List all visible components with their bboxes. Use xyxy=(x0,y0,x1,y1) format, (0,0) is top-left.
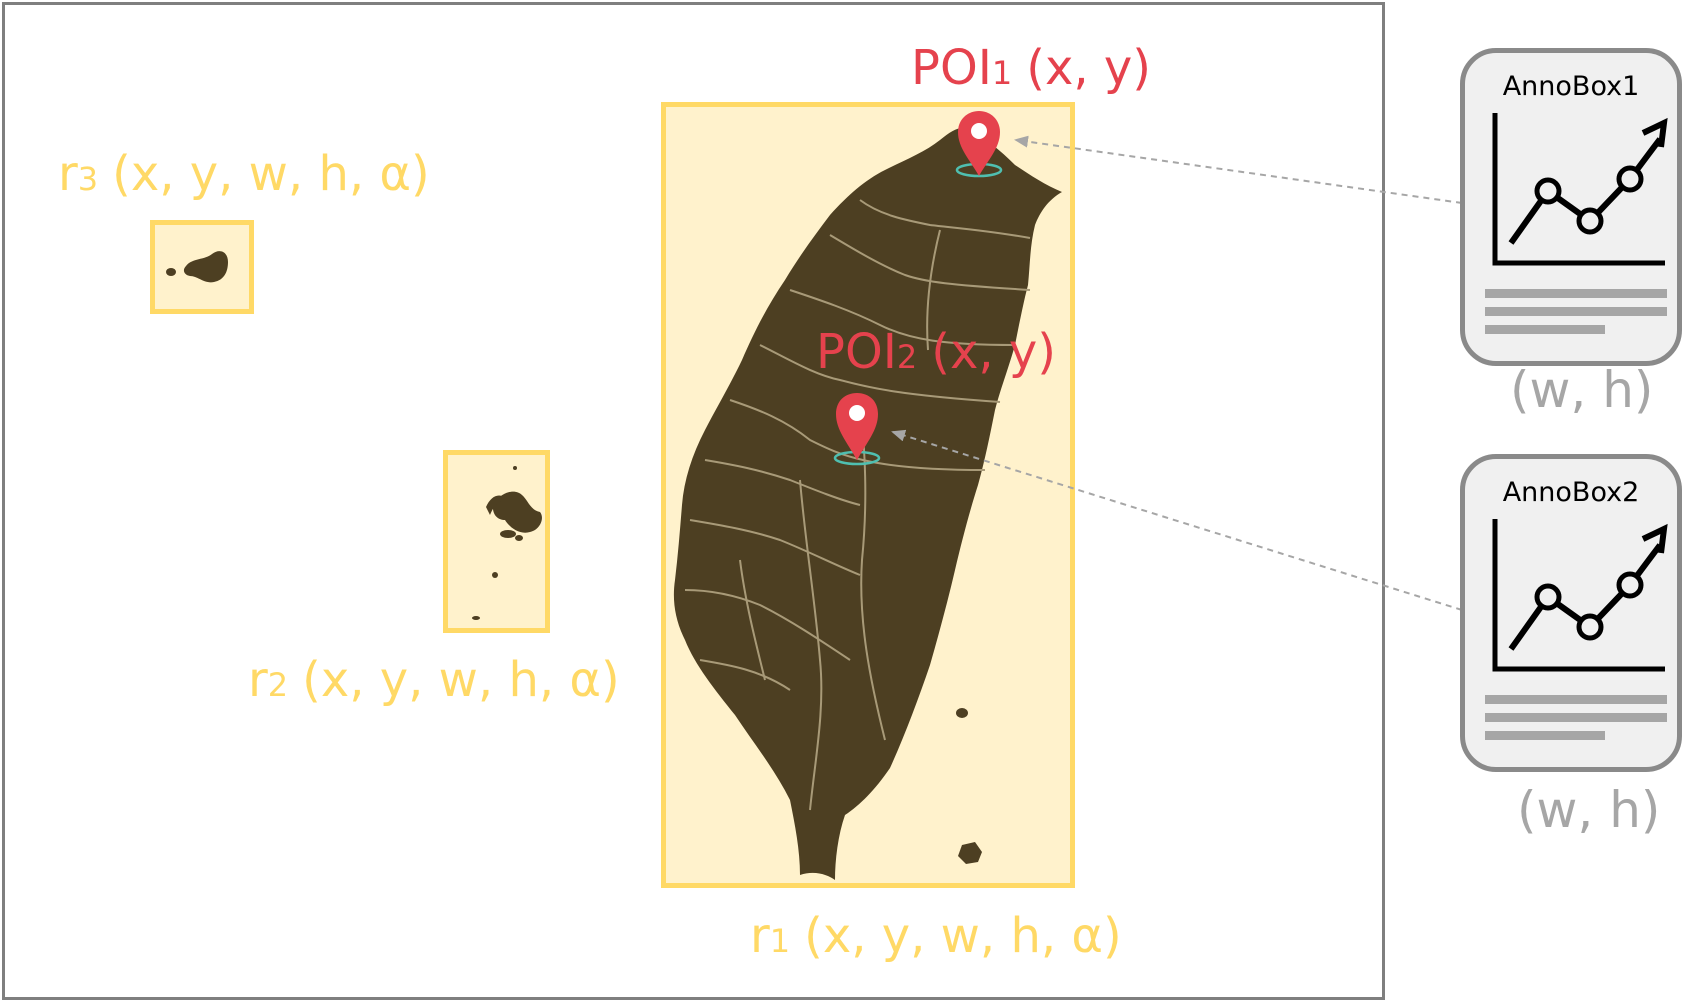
region-r3-label: r3(x, y, w, h, α) xyxy=(58,150,430,198)
region-r3-label-sub: 3 xyxy=(77,160,99,198)
penghu-islands-map xyxy=(472,466,542,620)
annobox2-connector xyxy=(891,429,1463,611)
green-island xyxy=(956,708,968,718)
poi2-label: POI2(x, y) xyxy=(816,328,1056,376)
line-chart-trend-icon xyxy=(1485,519,1668,740)
region-r2-label-main: r xyxy=(248,652,268,708)
region-r1-label-main: r xyxy=(750,908,770,964)
poi2-label-main: POI xyxy=(816,324,897,380)
annobox2-title: AnnoBox2 xyxy=(1502,477,1640,508)
main-island-map xyxy=(673,127,1062,880)
region-r1-label: r1(x, y, w, h, α) xyxy=(750,912,1122,960)
poi2-label-sub: 2 xyxy=(896,338,918,376)
region-r1-label-params: (x, y, w, h, α) xyxy=(804,908,1122,964)
annobox2-size-label: (w, h) xyxy=(1517,781,1661,839)
orchid-island xyxy=(958,842,982,864)
annobox1-size-label: (w, h) xyxy=(1510,361,1654,419)
poi1-label: POI1(x, y) xyxy=(911,44,1151,92)
kinmen-islands-map xyxy=(166,251,228,283)
region-r2-label-sub: 2 xyxy=(267,666,289,704)
region-r2-label: r2(x, y, w, h, α) xyxy=(248,656,620,704)
poi1-label-main: POI xyxy=(911,40,992,96)
poi1-label-sub: 1 xyxy=(991,54,1013,92)
region-r1-label-sub: 1 xyxy=(769,922,791,960)
region-r2-label-params: (x, y, w, h, α) xyxy=(302,652,620,708)
region-r2-box xyxy=(443,450,550,633)
annobox1-title: AnnoBox1 xyxy=(1502,71,1640,102)
line-chart-trend-icon xyxy=(1485,113,1668,334)
poi1-map-pin-icon[interactable] xyxy=(955,111,1003,178)
annobox1-connector xyxy=(1014,135,1463,204)
poi2-label-params: (x, y) xyxy=(931,324,1057,380)
annobox1[interactable]: AnnoBox1 xyxy=(1460,48,1682,366)
region-r3-label-main: r xyxy=(58,146,78,202)
main-island-landmass xyxy=(673,127,1062,880)
county-borders xyxy=(684,199,1031,811)
region-r3-label-params: (x, y, w, h, α) xyxy=(112,146,430,202)
annobox2[interactable]: AnnoBox2 xyxy=(1460,454,1682,772)
poi1-label-params: (x, y) xyxy=(1026,40,1152,96)
poi2-map-pin-icon[interactable] xyxy=(833,393,881,466)
